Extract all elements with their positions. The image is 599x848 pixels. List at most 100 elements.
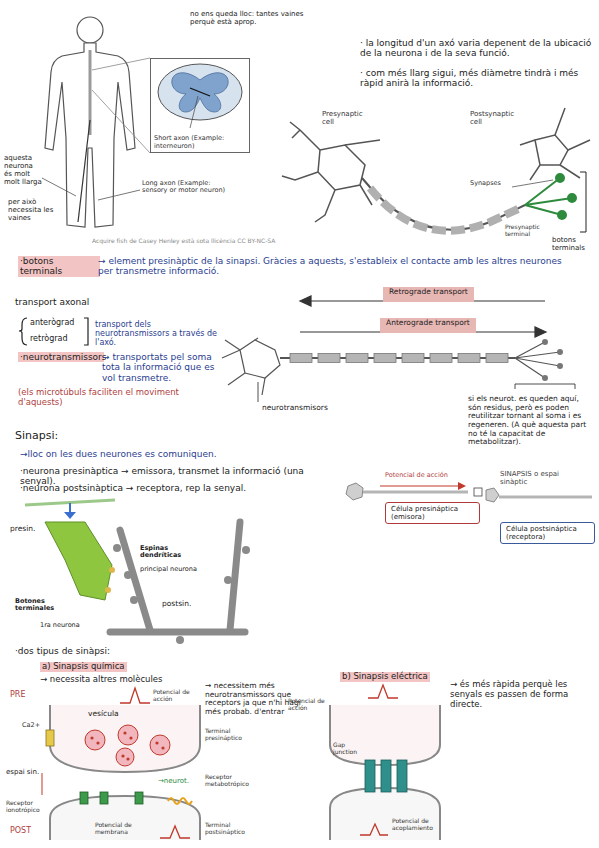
chemical-synapse (129, 736, 132, 739)
note-text: Synapses (470, 180, 501, 187)
chemical-synapse (90, 736, 93, 739)
synapse-schema (346, 482, 592, 502)
note-text: si els neurot. es queden aquí, són resid… (468, 395, 593, 447)
chemical-synapse (161, 746, 164, 749)
note-text: presin. (10, 525, 35, 534)
synapse-spines-figure (105, 567, 115, 593)
synapse-schema (499, 496, 592, 499)
note-text: →lloc on les dues neurones es comuniquen… (20, 449, 217, 459)
synapse-spines-figure (25, 500, 250, 644)
note-text: Potencial de acción (385, 472, 448, 479)
human-figure (98, 190, 140, 200)
synapse-spines-figure (230, 522, 240, 630)
highlighted-heading: b) Sinapsis eléctrica (340, 672, 430, 682)
transport-figure (240, 340, 280, 378)
note-text: PRE (10, 690, 25, 699)
neuron-figure (282, 108, 590, 232)
neuron-figure (282, 122, 380, 222)
chemical-synapse (168, 798, 192, 804)
inset-box: Short axon (Example: interneuron) (150, 58, 250, 153)
spinal-cord-section (172, 73, 228, 112)
note-text: → és més ràpida perquè les senyals es pa… (450, 680, 575, 709)
human-figure (78, 120, 90, 222)
chemical-synapse (100, 792, 108, 804)
note-text: Potencial de acoplamiento (392, 818, 438, 832)
node-text: Short axon (Example: interneuron) (154, 135, 246, 150)
note-text: ·neurona postsinàptica → receptora, rep … (20, 483, 246, 493)
transport-band: Anterograde transport (380, 318, 476, 333)
cell-box: Célula presináptica (emisora) (385, 502, 480, 524)
note-text: Presynaptic cell (322, 110, 367, 126)
note-text: neurotransmisors (262, 404, 328, 413)
transport-figure (290, 354, 508, 363)
neuron-figure (580, 172, 586, 232)
note-text: vesícula (88, 710, 119, 719)
synapse-schema (346, 483, 363, 500)
transport-figure (258, 382, 259, 402)
synapse-spines-figure (242, 546, 250, 554)
neuron-figure (362, 178, 525, 230)
note-text: Presynaptic terminal (505, 224, 553, 238)
electrical-synapse (330, 705, 440, 765)
note-text: Long axon (Example: sensory or motor neu… (142, 180, 227, 195)
highlighted-heading: ·neurotransmissors (18, 352, 104, 362)
chemical-synapse (80, 792, 143, 804)
note-text: Receptor metabotrópico (205, 774, 265, 788)
note-text: aquesta neurona és molt molt llarga (4, 154, 42, 186)
node-text: Célula presináptica (emisora) (391, 505, 474, 521)
chemical-synapse (160, 826, 190, 838)
synapse-spines-figure (45, 522, 112, 600)
electrical-synapse (381, 760, 391, 792)
transport-figure (535, 327, 546, 337)
human-figure (42, 17, 150, 227)
note-text: transport dels neurotransmissors a travé… (95, 320, 220, 348)
synapse-spines-figure (109, 567, 115, 573)
chemical-synapse (50, 705, 200, 772)
transport-figure (290, 354, 312, 363)
note-text: → transportats pel soma tota la informac… (102, 352, 217, 383)
chemical-synapse (120, 688, 150, 703)
electrical-synapse (365, 760, 407, 792)
transport-figure (486, 354, 508, 363)
note-text: Gap junction (333, 742, 365, 756)
note-text: →neurot. (158, 777, 189, 785)
transport-figure (402, 354, 424, 363)
human-figure (77, 17, 103, 43)
note-text: · la longitud d'un axó varia depenent de… (360, 38, 592, 59)
note-text: Postsynaptic cell (470, 110, 515, 126)
note-text: Acquire fish de Casey Henley està sota l… (92, 238, 275, 245)
note-text: Terminal postsináptico (205, 822, 265, 836)
electrical-synapse (397, 760, 407, 792)
synapse-spines-figure (110, 629, 245, 636)
chemical-synapse (46, 730, 54, 746)
node-text: Célula postsináptica (receptora) (506, 525, 589, 541)
transport-figure (430, 354, 452, 363)
note-text: POST (10, 826, 31, 835)
electrical-synapse (368, 685, 398, 698)
spinal-cord-section (158, 64, 242, 120)
neuron-figure (558, 211, 566, 219)
note-text: anterògrad (30, 318, 74, 327)
transport-figure (19, 296, 575, 402)
transport-figure (542, 375, 548, 381)
chemical-synapse (96, 741, 99, 744)
note-text: espai sin. (6, 768, 39, 776)
neuron-figure (520, 108, 590, 180)
highlighted-heading: ·botons terminals (18, 256, 100, 277)
note-text: Potencial de acción (153, 689, 201, 703)
synapse-spines-figure (105, 587, 111, 593)
note-text: Potencial de acción (288, 698, 328, 712)
note-text: no ens queda lloc: tantes vaines perquè … (190, 10, 310, 26)
spinal-cord-section (190, 88, 210, 96)
electrical-synapse (360, 824, 388, 835)
transport-figure (557, 349, 563, 355)
synapse-schema (474, 488, 482, 496)
synapse-spines-figure (176, 636, 184, 644)
transport-figure (19, 318, 27, 345)
synapse-schema (458, 482, 466, 490)
electrical-synapse (330, 788, 440, 840)
note-text: → necessita altres molècules (40, 675, 163, 685)
synapse-spines-figure (64, 512, 76, 519)
chemical-synapse (85, 730, 105, 750)
